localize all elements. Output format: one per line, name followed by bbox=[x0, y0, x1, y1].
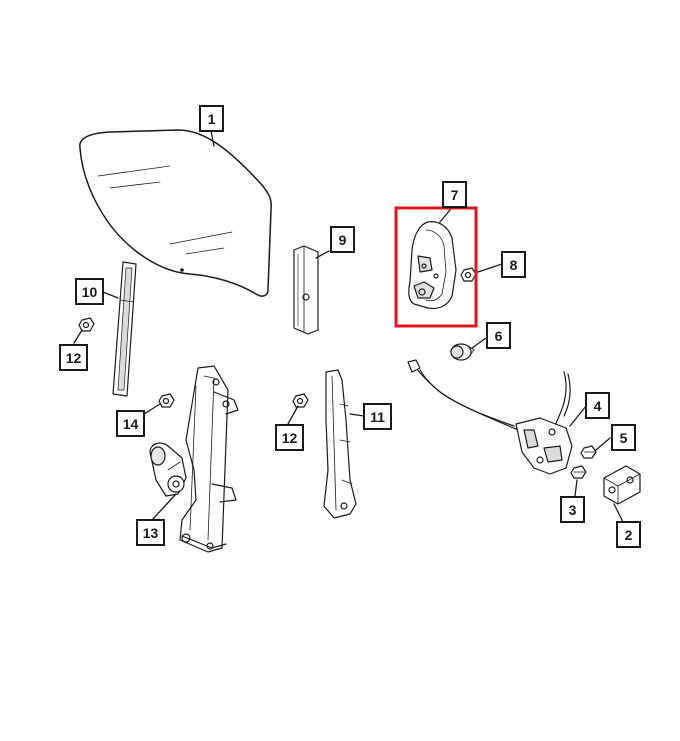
callout-2: 2 bbox=[616, 521, 641, 548]
window-regulator-part bbox=[149, 365, 239, 553]
nut-part-center bbox=[292, 393, 309, 408]
callout-7-label: 7 bbox=[451, 187, 459, 203]
door-glass-part bbox=[79, 129, 272, 297]
nut-part-8 bbox=[460, 267, 477, 282]
callout-6: 6 bbox=[486, 322, 511, 349]
callout-8-label: 8 bbox=[510, 257, 518, 273]
glass-run-channel-front-part bbox=[293, 245, 319, 335]
callout-1: 1 bbox=[199, 105, 224, 132]
glass-run-channel-rear-part bbox=[323, 369, 357, 519]
callout-13: 13 bbox=[136, 519, 165, 546]
callout-11: 11 bbox=[363, 403, 392, 430]
door-latch-part bbox=[407, 359, 573, 475]
callout-12-center-label: 12 bbox=[282, 430, 298, 446]
callout-12-left: 12 bbox=[59, 344, 88, 371]
glass-run-channel-part bbox=[112, 261, 137, 397]
callout-3-label: 3 bbox=[569, 502, 577, 518]
nut-part-14 bbox=[158, 393, 175, 408]
outside-handle-carrier-part bbox=[408, 221, 457, 310]
callout-9: 9 bbox=[330, 226, 355, 253]
callout-6-label: 6 bbox=[495, 328, 503, 344]
callout-10-label: 10 bbox=[82, 284, 98, 300]
callout-13-label: 13 bbox=[143, 525, 159, 541]
callout-4-label: 4 bbox=[594, 398, 602, 414]
screw-part-5 bbox=[580, 445, 597, 459]
highlight-box bbox=[394, 206, 478, 328]
callout-5-label: 5 bbox=[620, 430, 628, 446]
grommet-part bbox=[450, 343, 475, 361]
callout-11-label: 11 bbox=[370, 409, 385, 425]
door-striker-part bbox=[603, 465, 641, 505]
callout-9-label: 9 bbox=[339, 232, 347, 248]
callout-14-label: 14 bbox=[123, 416, 139, 432]
callout-2-label: 2 bbox=[625, 527, 633, 543]
screw-part-3 bbox=[570, 465, 587, 479]
callout-10: 10 bbox=[75, 278, 104, 305]
callout-12-center: 12 bbox=[275, 424, 304, 451]
callout-12-left-label: 12 bbox=[66, 350, 82, 366]
callout-4: 4 bbox=[585, 392, 610, 419]
callout-5: 5 bbox=[611, 424, 636, 451]
callout-3: 3 bbox=[560, 496, 585, 523]
callout-1-label: 1 bbox=[208, 111, 216, 127]
callout-8: 8 bbox=[501, 251, 526, 278]
callout-7: 7 bbox=[442, 181, 467, 208]
nut-part-left bbox=[78, 317, 95, 332]
callout-14: 14 bbox=[116, 410, 145, 437]
